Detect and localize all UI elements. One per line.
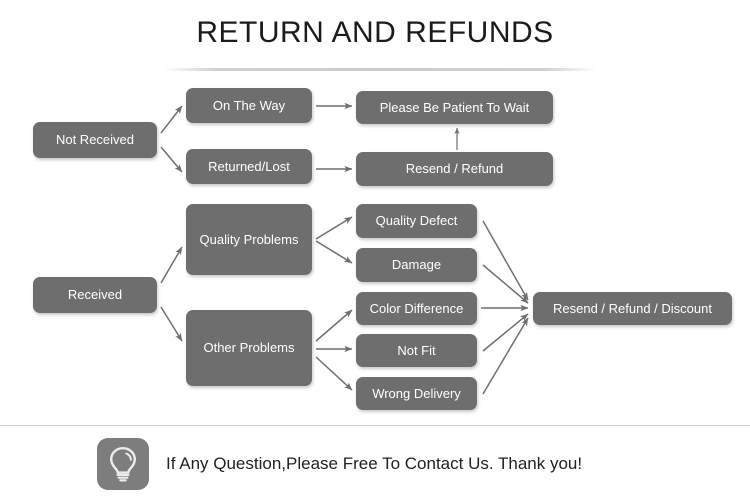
footer-divider (0, 425, 750, 426)
edge-received-to-quality-problems (160, 246, 183, 284)
edge-quality-defect-to-final (482, 220, 529, 301)
lightbulb-icon (97, 438, 149, 490)
edge-quality-problems-to-quality-defect (315, 216, 353, 240)
node-not-fit[interactable]: Not Fit (356, 334, 477, 367)
node-quality-defect[interactable]: Quality Defect (356, 204, 477, 238)
node-wrong-delivery[interactable]: Wrong Delivery (356, 377, 477, 410)
node-resend-refund[interactable]: Resend / Refund (356, 152, 553, 186)
edge-not-fit-to-final (482, 313, 529, 352)
edge-not-received-to-returned-lost (160, 146, 183, 173)
node-other-problems[interactable]: Other Problems (186, 310, 312, 386)
edge-quality-problems-to-damage (315, 240, 353, 264)
node-returned-lost[interactable]: Returned/Lost (186, 149, 312, 184)
title-divider (163, 68, 597, 71)
edge-not-received-to-on-the-way (160, 105, 183, 134)
node-color-difference[interactable]: Color Difference (356, 292, 477, 325)
node-not-received[interactable]: Not Received (33, 122, 157, 158)
page-title: RETURN AND REFUNDS (196, 16, 554, 49)
edge-wrong-delivery-to-final (482, 317, 529, 395)
footer: If Any Question,Please Free To Contact U… (97, 438, 582, 490)
edge-damage-to-final (482, 264, 529, 304)
node-on-the-way[interactable]: On The Way (186, 88, 312, 123)
node-damage[interactable]: Damage (356, 248, 477, 282)
footer-text: If Any Question,Please Free To Contact U… (166, 454, 583, 473)
node-quality-problems[interactable]: Quality Problems (186, 204, 312, 275)
edge-received-to-other-problems (160, 306, 183, 342)
node-resend-refund-discount[interactable]: Resend / Refund / Discount (533, 292, 732, 325)
edge-other-problems-to-wrong-delivery (315, 356, 353, 391)
edge-other-problems-to-color-difference (315, 309, 353, 342)
node-please-be-patient-to-wait[interactable]: Please Be Patient To Wait (356, 91, 553, 124)
node-received[interactable]: Received (33, 277, 157, 313)
